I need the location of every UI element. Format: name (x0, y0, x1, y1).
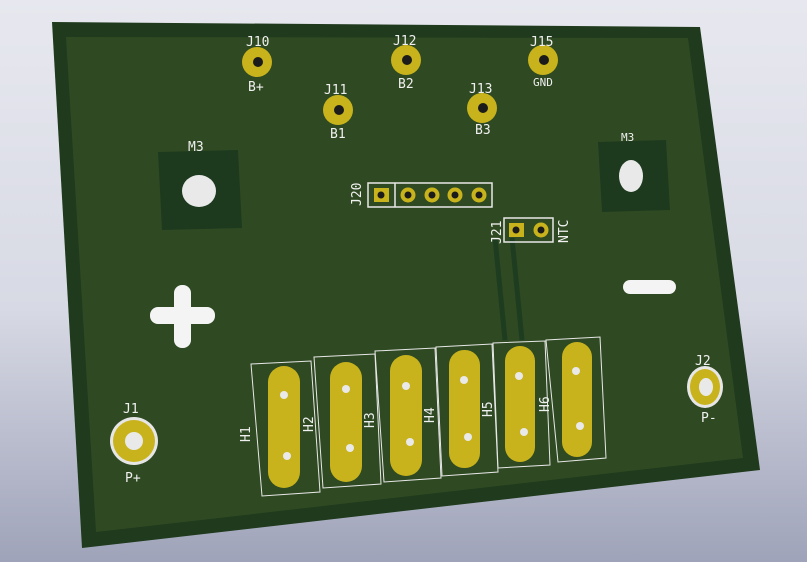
net-label: B+ (248, 80, 264, 95)
net-label: P- (701, 411, 717, 426)
ntc-label: NTC (557, 220, 572, 243)
heater-pad-h3[interactable]: H3 (363, 347, 442, 483)
ref-label: M3 (621, 131, 634, 144)
test-point-j10[interactable]: J10 B+ (242, 35, 272, 95)
plus-symbol (150, 285, 215, 348)
minus-symbol (623, 280, 676, 294)
test-point-j15[interactable]: J15 GND (528, 35, 558, 89)
trace (492, 237, 508, 341)
ref-label: J2 (695, 354, 711, 369)
heater-pad-h5[interactable]: H5 (481, 340, 551, 469)
net-label: B2 (398, 77, 414, 92)
ref-label: J10 (246, 35, 269, 50)
ref-label: H3 (363, 412, 378, 428)
net-label: B1 (330, 127, 346, 142)
net-label: P+ (125, 471, 141, 486)
net-label: GND (533, 76, 553, 89)
net-label: B3 (475, 123, 491, 138)
mounting-hole-right[interactable]: M3 (619, 131, 643, 192)
test-point-j13[interactable]: J13 B3 (467, 82, 497, 138)
ref-label: H5 (481, 401, 496, 417)
ref-label: H2 (302, 416, 317, 432)
ref-label: J1 (123, 402, 139, 417)
ref-label: J11 (324, 83, 347, 98)
power-terminal-j2[interactable]: J2 P- (687, 354, 723, 426)
mounting-hole-left[interactable]: M3 (182, 140, 216, 207)
test-point-j11[interactable]: J11 B1 (323, 83, 353, 142)
trace (509, 237, 525, 341)
heater-pad-h4[interactable]: H4 (423, 343, 499, 477)
ref-label: H1 (239, 426, 254, 442)
test-point-j12[interactable]: J12 B2 (391, 34, 421, 92)
heater-pad-h2[interactable]: H2 (302, 353, 382, 489)
ref-label: H4 (423, 407, 438, 423)
power-terminal-j1[interactable]: J1 P+ (110, 402, 158, 486)
ref-label: M3 (188, 140, 204, 155)
heater-pad-h6[interactable]: H6 (538, 336, 607, 463)
ref-label: J13 (469, 82, 492, 97)
connector-j20[interactable]: J20 (350, 182, 493, 208)
heater-pad-h1[interactable]: H1 (239, 360, 321, 497)
connector-j21[interactable]: J21 NTC (490, 217, 572, 244)
ref-label: J21 (490, 221, 505, 244)
ref-label: J15 (530, 35, 553, 50)
ref-label: J20 (350, 183, 365, 206)
ref-label: J12 (393, 34, 416, 49)
ref-label: H6 (538, 396, 553, 412)
